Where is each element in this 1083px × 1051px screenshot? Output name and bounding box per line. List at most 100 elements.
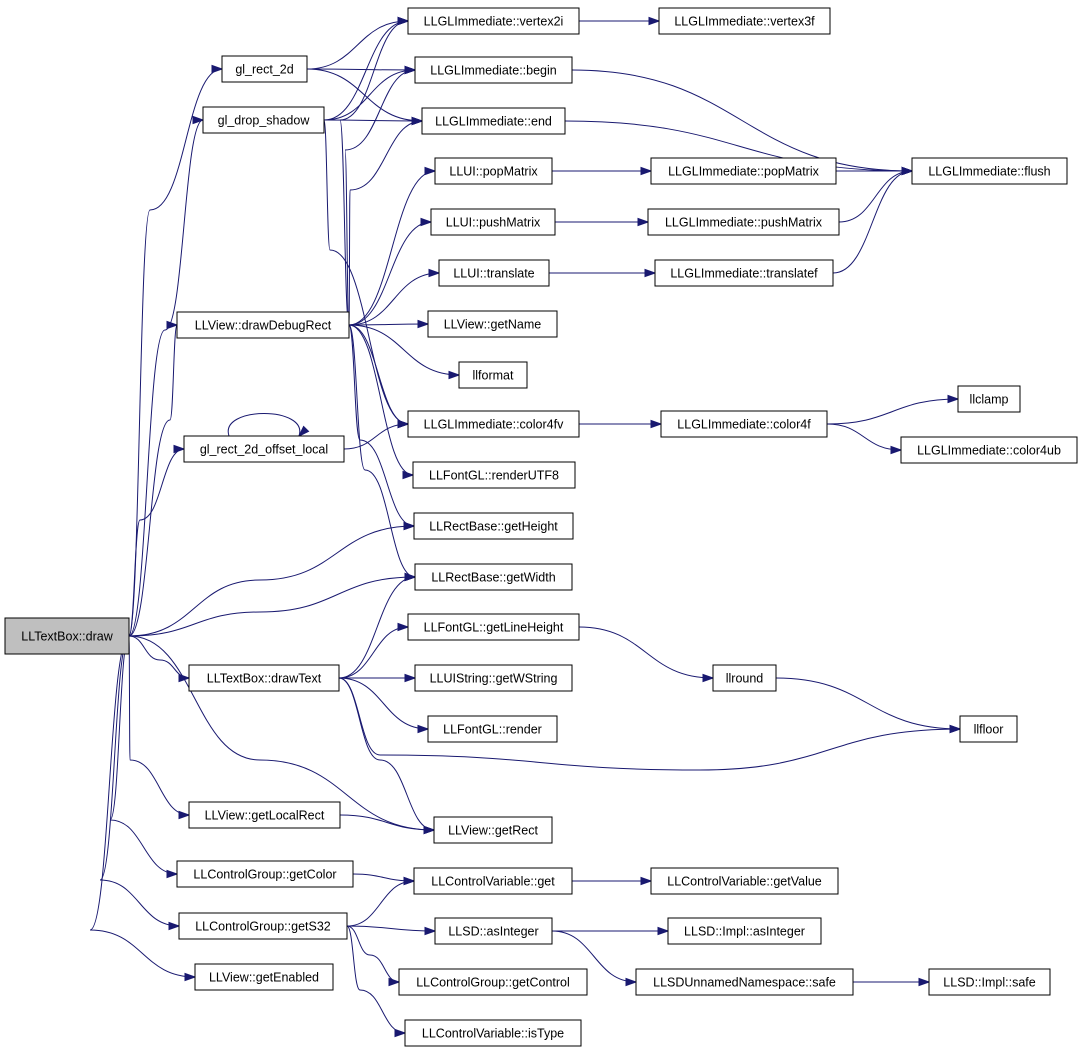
node-box[interactable] (712, 664, 777, 692)
node-box[interactable] (221, 55, 308, 83)
node-getControl[interactable]: LLControlGroup::getControl (398, 968, 588, 996)
node-getValue[interactable]: LLControlVariable::getValue (650, 867, 839, 895)
node-llclamp[interactable]: llclamp (957, 385, 1021, 413)
node-ui_popMatrix[interactable]: LLUI::popMatrix (434, 157, 553, 185)
edge-arrowhead (394, 1028, 407, 1038)
node-box[interactable] (654, 259, 834, 287)
node-getLineHeight[interactable]: LLFontGL::getLineHeight (407, 613, 580, 641)
node-box[interactable] (404, 1019, 582, 1047)
node-gl_rect_2d_offset_local[interactable]: gl_rect_2d_offset_local (183, 435, 345, 463)
node-box[interactable] (458, 361, 528, 389)
node-box[interactable] (928, 968, 1051, 996)
node-translatef[interactable]: LLGLImmediate::translatef (654, 259, 834, 287)
node-box[interactable] (430, 208, 556, 236)
root-node-box[interactable] (4, 617, 130, 655)
node-box[interactable] (407, 613, 580, 641)
node-box[interactable] (188, 801, 341, 829)
node-box[interactable] (414, 56, 573, 84)
node-box[interactable] (407, 7, 580, 35)
node-impl_safe[interactable]: LLSD::Impl::safe (928, 968, 1051, 996)
node-root[interactable]: LLTextBox::draw (4, 617, 130, 655)
edge-arrowhead (640, 876, 653, 886)
node-renderUTF8[interactable]: LLFontGL::renderUTF8 (412, 461, 576, 489)
node-getWidth[interactable]: LLRectBase::getWidth (414, 563, 573, 591)
node-getRect[interactable]: LLView::getRect (433, 816, 553, 844)
node-box[interactable] (421, 107, 566, 135)
node-box[interactable] (667, 917, 822, 945)
node-flush[interactable]: LLGLImmediate::flush (911, 157, 1068, 185)
node-box[interactable] (413, 512, 574, 540)
node-box[interactable] (194, 963, 334, 991)
node-getName[interactable]: LLView::getName (427, 310, 558, 338)
edge-arrowhead (173, 444, 186, 454)
node-drawText[interactable]: LLTextBox::drawText (188, 664, 340, 692)
node-box[interactable] (660, 410, 828, 438)
node-begin[interactable]: LLGLImmediate::begin (414, 56, 573, 84)
node-box[interactable] (176, 860, 354, 888)
node-box[interactable] (414, 664, 573, 692)
node-box[interactable] (414, 563, 573, 591)
node-box[interactable] (900, 436, 1078, 464)
node-isType[interactable]: LLControlVariable::isType (404, 1019, 582, 1047)
node-box[interactable] (183, 435, 345, 463)
node-getEnabled[interactable]: LLView::getEnabled (194, 963, 334, 991)
node-box[interactable] (434, 157, 553, 185)
node-box[interactable] (412, 461, 576, 489)
node-getColor[interactable]: LLControlGroup::getColor (176, 860, 354, 888)
node-box[interactable] (188, 664, 340, 692)
node-box[interactable] (911, 157, 1068, 185)
node-box[interactable] (957, 385, 1021, 413)
node-box[interactable] (658, 7, 831, 35)
node-ui_translate[interactable]: LLUI::translate (438, 259, 550, 287)
edge-color4f-to-color4ub (826, 423, 903, 455)
node-getLocalRect[interactable]: LLView::getLocalRect (188, 801, 341, 829)
node-box[interactable] (635, 968, 854, 996)
node-box[interactable] (202, 106, 325, 134)
node-box[interactable] (178, 912, 348, 940)
node-end[interactable]: LLGLImmediate::end (421, 107, 566, 135)
node-box[interactable] (398, 968, 588, 996)
node-render[interactable]: LLFontGL::render (427, 715, 558, 743)
node-box[interactable] (434, 917, 553, 945)
node-gl_popMatrix[interactable]: LLGLImmediate::popMatrix (650, 157, 837, 185)
node-box[interactable] (427, 715, 558, 743)
edge-arrowhead (949, 724, 962, 734)
edge-line (128, 635, 435, 831)
edge-line (571, 69, 913, 172)
node-llfloor[interactable]: llfloor (959, 715, 1018, 743)
edge-line (344, 69, 416, 326)
node-box[interactable] (413, 867, 573, 895)
node-box[interactable] (959, 715, 1018, 743)
node-color4ub[interactable]: LLGLImmediate::color4ub (900, 436, 1078, 464)
node-vertex2i[interactable]: LLGLImmediate::vertex2i (407, 7, 580, 35)
node-gl_drop_shadow[interactable]: gl_drop_shadow (202, 106, 325, 134)
node-getS32[interactable]: LLControlGroup::getS32 (178, 912, 348, 940)
node-box[interactable] (407, 410, 580, 438)
node-vertex3f[interactable]: LLGLImmediate::vertex3f (658, 7, 831, 35)
node-getWString[interactable]: LLUIString::getWString (414, 664, 573, 692)
node-box[interactable] (650, 867, 839, 895)
node-box[interactable] (438, 259, 550, 287)
node-color4fv[interactable]: LLGLImmediate::color4fv (407, 410, 580, 438)
edge-drawText-to-render (338, 677, 430, 734)
node-asInteger[interactable]: LLSD::asInteger (434, 917, 553, 945)
node-box[interactable] (650, 157, 837, 185)
edge-root-to-gl_drop_shadow (128, 115, 205, 637)
node-color4f[interactable]: LLGLImmediate::color4f (660, 410, 828, 438)
node-llround[interactable]: llround (712, 664, 777, 692)
node-getHeight[interactable]: LLRectBase::getHeight (413, 512, 574, 540)
node-box[interactable] (176, 311, 350, 339)
node-box[interactable] (433, 816, 553, 844)
node-drawDebugRect[interactable]: LLView::drawDebugRect (176, 311, 350, 339)
node-safe[interactable]: LLSDUnnamedNamespace::safe (635, 968, 854, 996)
node-gl_pushMatrix[interactable]: LLGLImmediate::pushMatrix (647, 208, 840, 236)
node-label: llformat (473, 369, 515, 383)
node-gl_rect_2d[interactable]: gl_rect_2d (221, 55, 308, 83)
node-box[interactable] (427, 310, 558, 338)
node-ui_pushMatrix[interactable]: LLUI::pushMatrix (430, 208, 556, 236)
node-cv_get[interactable]: LLControlVariable::get (413, 867, 573, 895)
node-llformat[interactable]: llformat (458, 361, 528, 389)
node-box[interactable] (647, 208, 840, 236)
node-impl_asInteger[interactable]: LLSD::Impl::asInteger (667, 917, 822, 945)
node-label: LLSD::asInteger (448, 925, 538, 939)
